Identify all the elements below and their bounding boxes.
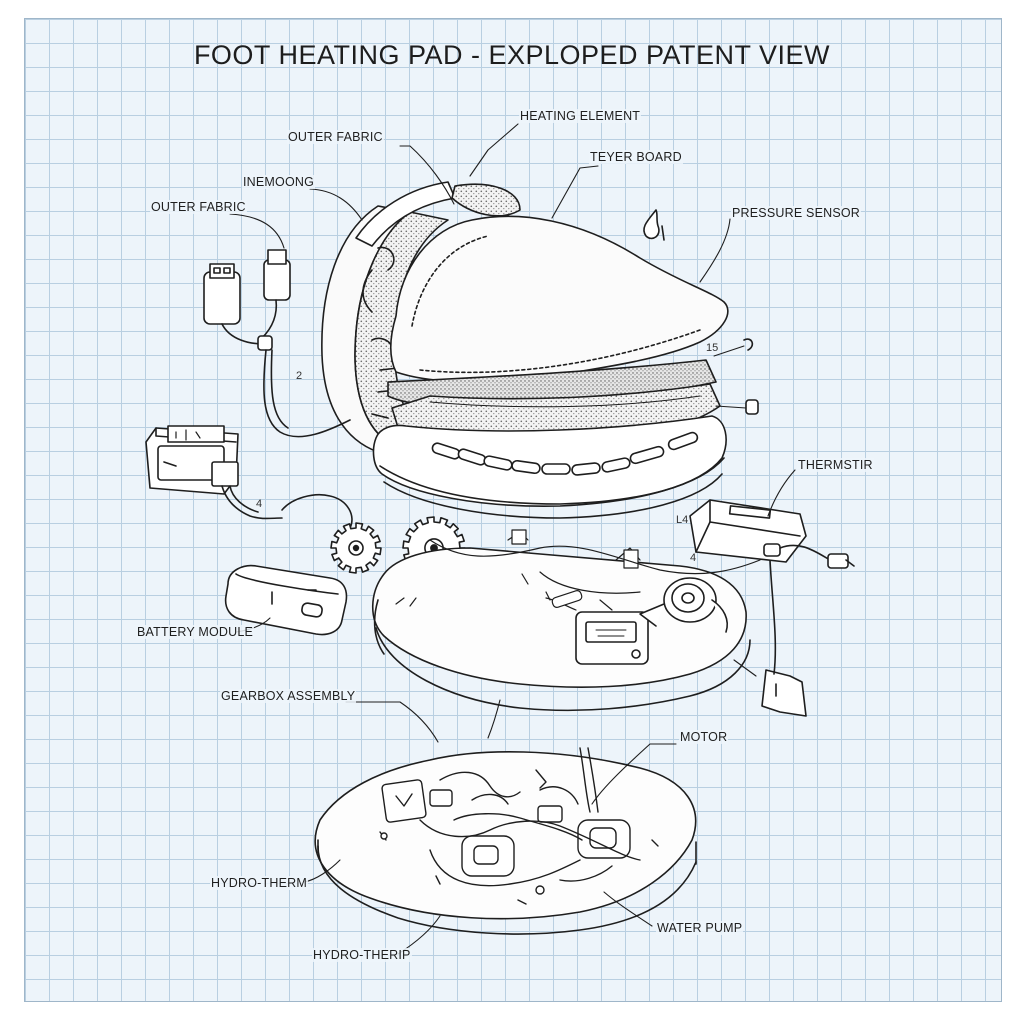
housing-tray [372, 547, 747, 688]
back-ring [355, 181, 456, 247]
mark-l4: L4 [676, 514, 689, 526]
label-outer-fabric-left: OUTER FABRIC [150, 200, 247, 214]
label-hydro-therm: HYDRO-THERM [210, 876, 308, 890]
gear-axle-1 [352, 544, 360, 552]
outer-fabric-cover [389, 215, 729, 384]
page-title: FOOT HEATING PAD - EXPLOPED PATENT VIEW [193, 40, 831, 70]
leader-lines [229, 123, 796, 955]
base-tray [372, 415, 727, 507]
pump-internals [379, 747, 659, 905]
label-teyer-board: TEYER BOARD [589, 150, 683, 164]
usb-cable-assembly [203, 249, 351, 438]
mark-4b: 4 [690, 552, 697, 564]
thermistor-module [689, 499, 855, 569]
label-outer-fabric-top: OUTER FABRIC [287, 130, 384, 144]
pad-assembly [321, 181, 759, 519]
label-heating-element: HEATING ELEMENT [519, 109, 642, 123]
graph-paper-background [24, 18, 1002, 1002]
mark-4: 4 [256, 498, 263, 510]
label-battery-module: BATTERY MODULE [136, 625, 255, 639]
sensor-tab [761, 559, 807, 717]
gearbox-housing [372, 529, 807, 717]
label-inemoong: INEMOONG [242, 175, 316, 189]
label-motor: MOTOR [679, 730, 729, 744]
label-gearbox-assembly: GEARBOX ASSEMBLY [220, 689, 357, 703]
base-tray-bottom [314, 751, 697, 920]
label-pressure-sensor: PRESSURE SENSOR [731, 206, 862, 220]
housing-motor-block [575, 611, 649, 665]
usb-plug-right [263, 259, 291, 301]
label-thermstir: THERMSTIR [797, 458, 874, 472]
control-display-unit [145, 425, 353, 529]
droplet-icon [643, 209, 660, 240]
mark-15: 15 [706, 342, 719, 354]
mark-2: 2 [296, 370, 303, 382]
housing-fan [639, 577, 728, 633]
label-water-pump: WATER PUMP [656, 921, 744, 935]
housing-wiring [395, 529, 761, 611]
label-hydro-therip: HYDRO-THERIP [312, 948, 412, 962]
battery-module [224, 564, 348, 636]
usb-plug-left [203, 271, 241, 325]
back-dotted-cap [451, 183, 521, 217]
tray-slots [431, 431, 699, 476]
water-pump-base [314, 747, 697, 935]
